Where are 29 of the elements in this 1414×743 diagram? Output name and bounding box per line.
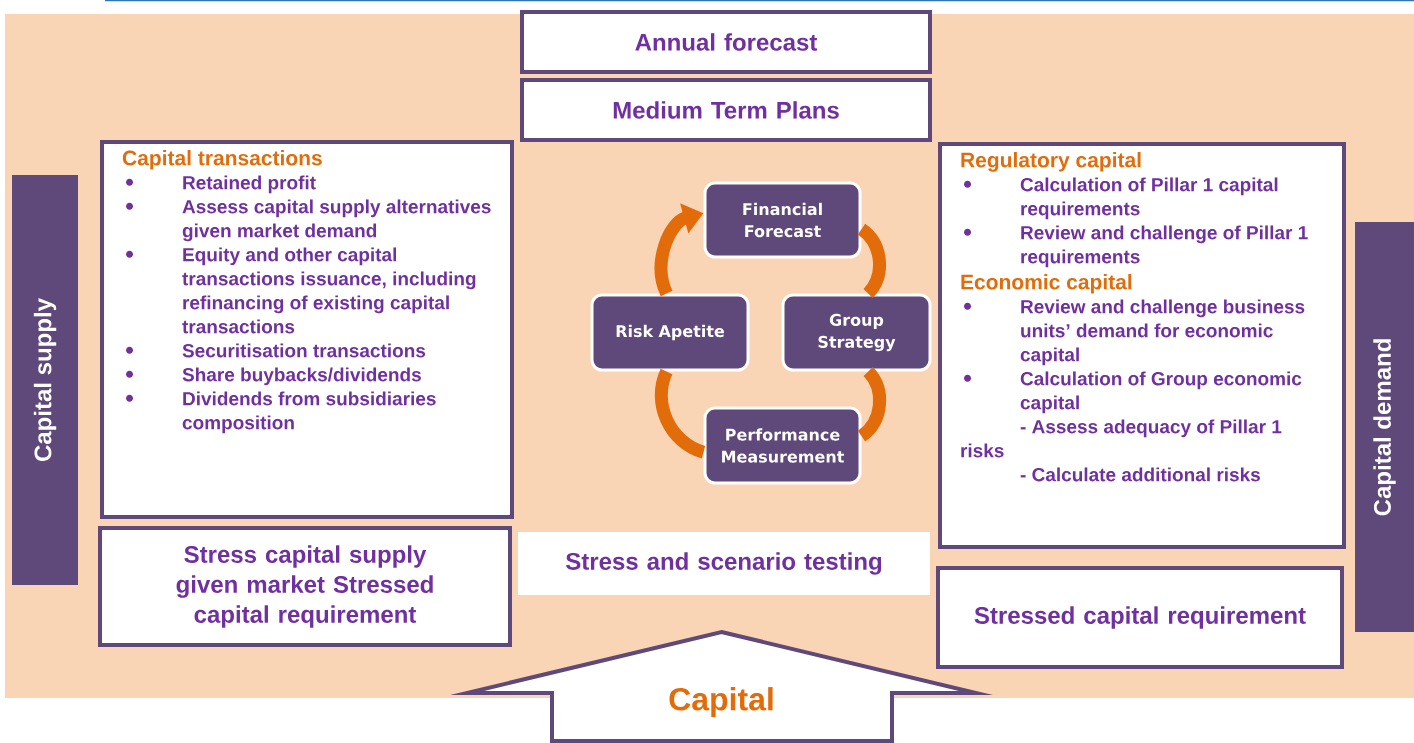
section-heading: Economic capital <box>961 274 1132 294</box>
list-item: Review and challenge business units’ demand for economic capital <box>964 299 1305 366</box>
node-label: Capital <box>669 687 773 717</box>
list-item: Securitisation transactions <box>126 343 426 358</box>
text-box: Annual forecast <box>520 10 932 74</box>
text-box: Medium Term Plans <box>520 78 932 142</box>
rounded-box: Risk Apetite <box>590 293 750 372</box>
list-box <box>100 140 514 519</box>
list-item: Equity and other capital transactions issuance, including refinancing of existing capital transactions <box>126 247 476 334</box>
rounded-box: Performance Measurement <box>703 406 862 485</box>
vertical-banner: Capital demand <box>1355 222 1414 632</box>
section-heading: Regulatory capital <box>961 152 1141 172</box>
list-item: Calculation of Group economic capital <box>964 371 1302 414</box>
list-item: Share buybacks/dividends <box>126 367 421 386</box>
list-item: Assess capital supply alternatives given market demand <box>126 199 491 242</box>
list-item: Calculation of Pillar 1 capital requirements <box>964 177 1278 220</box>
list-item: - Calculate additional risks <box>1020 467 1260 482</box>
text-box: Stress capital supply given market Stressed capital requirement <box>98 526 512 647</box>
list-item: Retained profit <box>126 175 316 194</box>
rounded-box: Financial Forecast <box>703 181 862 259</box>
vertical-banner: Capital supply <box>12 175 78 585</box>
list-item: Dividends from subsidiaries composition <box>126 391 436 434</box>
list-item: - Assess adequacy of Pillar 1 risks <box>961 419 1282 458</box>
text-band: Stress and scenario testing <box>518 532 930 595</box>
list-item: Review and challenge of Pillar 1 requirements <box>964 225 1308 268</box>
list-box <box>938 142 1346 549</box>
rounded-box: Group Strategy <box>781 293 932 372</box>
section-heading: Capital transactions <box>122 150 322 170</box>
text-box: Stressed capital requirement <box>936 566 1344 669</box>
